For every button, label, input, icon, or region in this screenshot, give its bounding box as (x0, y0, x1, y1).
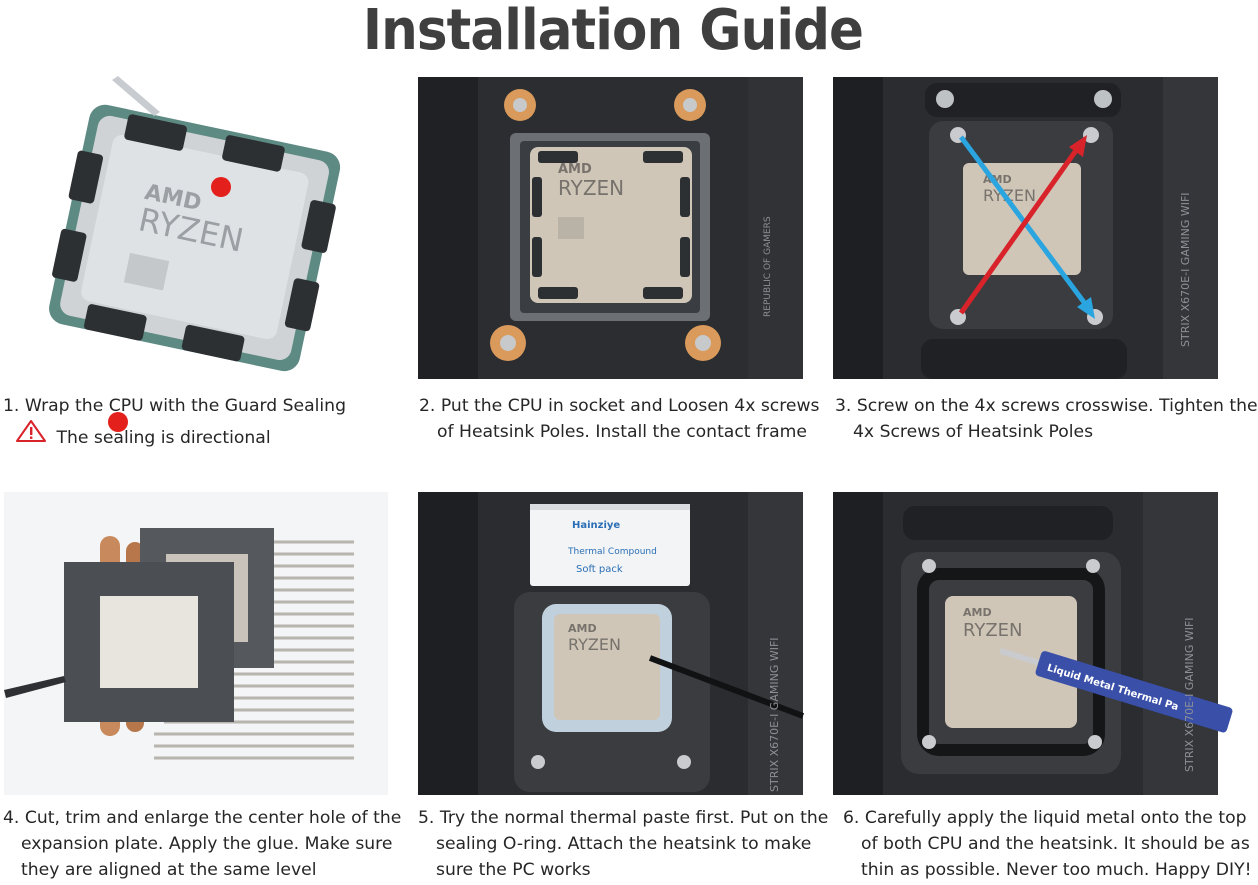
step-5-caption-line-3: sure the PC works (436, 860, 591, 880)
step-1-photo: AMD RYZEN (0, 76, 388, 432)
step-2-caption-line-1: 2. Put the CPU in socket and Loosen 4x s… (419, 396, 820, 416)
expansion-plate-on-heatsink-image (4, 492, 388, 795)
cpu-model-text: RYZEN (963, 620, 1023, 641)
step-4-caption: 4. Cut, trim and enlarge the center hole… (3, 805, 401, 883)
cpu-brand-text: AMD (568, 622, 597, 635)
step-1-warning: The sealing is directional (3, 419, 346, 451)
step-2-caption: 2. Put the CPU in socket and Loosen 4x s… (419, 393, 820, 445)
liquid-metal-application-image: AMD RYZEN Liquid Metal Thermal Pa STRIX … (833, 492, 1233, 795)
step-4-caption-line-2: expansion plate. Apply the glue. Make su… (21, 834, 393, 854)
step-4-photo (4, 492, 388, 795)
cpu-model-text: RYZEN (983, 186, 1036, 205)
step-6-caption-line-1: 6. Carefully apply the liquid metal onto… (843, 808, 1247, 828)
red-arrow (958, 147, 1080, 315)
orientation-marker-top (211, 177, 231, 197)
page-title: Installation Guide (362, 0, 864, 63)
step-3-caption-line-1: 3. Screw on the 4x screws crosswise. Tig… (835, 396, 1258, 416)
step-6-caption-line-2: of both CPU and the heatsink. It should … (861, 834, 1250, 854)
step-4-caption-line-1: 4. Cut, trim and enlarge the center hole… (3, 808, 402, 828)
step-3-caption: 3. Screw on the 4x screws crosswise. Tig… (835, 393, 1258, 445)
cpu-model-text: RYZEN (558, 176, 624, 200)
step-1-caption: 1. Wrap the CPU with the Guard Sealing T… (3, 393, 346, 451)
sachet-brand-text: Hainziye (572, 520, 620, 531)
step-1-warning-text: The sealing is directional (56, 428, 271, 448)
board-print-text: STRIX X670E-I GAMING WIFI (1179, 192, 1192, 347)
step-1-caption-line-1: 1. Wrap the CPU with the Guard Sealing (3, 396, 346, 416)
step-4-caption-line-3: they are aligned at the same level (21, 860, 317, 880)
step-5-caption: 5. Try the normal thermal paste first. P… (418, 805, 828, 883)
step-6-caption: 6. Carefully apply the liquid metal onto… (843, 805, 1251, 883)
step-5-caption-line-1: 5. Try the normal thermal paste first. P… (418, 808, 829, 828)
cpu-wrapped-in-guard-image: AMD RYZEN (0, 76, 388, 432)
step-5-photo: AMD RYZEN Hainziye Thermal Compound Soft… (418, 492, 805, 795)
board-print-text: STRIX X670E-I GAMING WIFI (1183, 617, 1196, 772)
step-2-caption-line-2: of Heatsink Poles. Install the contact f… (437, 422, 807, 442)
step-3-caption-line-2: 4x Screws of Heatsink Poles (853, 422, 1094, 442)
applicator-stick (648, 655, 805, 719)
sachet-line2-text: Soft pack (576, 564, 623, 575)
cpu-brand-text: AMD (963, 606, 992, 619)
crosswise-screw-order-image: AMD RYZEN STRIX X670E-I GAMING WIFI (833, 77, 1218, 379)
warning-icon (16, 420, 46, 442)
board-print-text: REPUBLIC OF GAMERS (763, 216, 773, 317)
step-2-photo: AMD RYZEN REPUBLIC OF GAMERS (418, 77, 803, 379)
board-print-text: STRIX X670E-I GAMING WIFI (768, 637, 781, 792)
sachet-line1-text: Thermal Compound (567, 547, 657, 557)
cpu-in-socket-image: AMD RYZEN REPUBLIC OF GAMERS (418, 77, 803, 379)
step-3-photo: AMD RYZEN STRIX X670E-I GAMING WIFI (833, 77, 1218, 379)
orientation-marker-bottom (108, 412, 128, 432)
step-5-caption-line-2: sealing O-ring. Attach the heatsink to m… (436, 834, 812, 854)
cpu-brand-text: AMD (558, 162, 592, 177)
step-6-caption-line-3: thin as possible. Never too much. Happy … (861, 860, 1252, 880)
step-6-photo: AMD RYZEN Liquid Metal Thermal Pa STRIX … (833, 492, 1233, 795)
cpu-model-text: RYZEN (568, 635, 621, 654)
thermal-paste-and-oring-image: AMD RYZEN Hainziye Thermal Compound Soft… (418, 492, 805, 795)
